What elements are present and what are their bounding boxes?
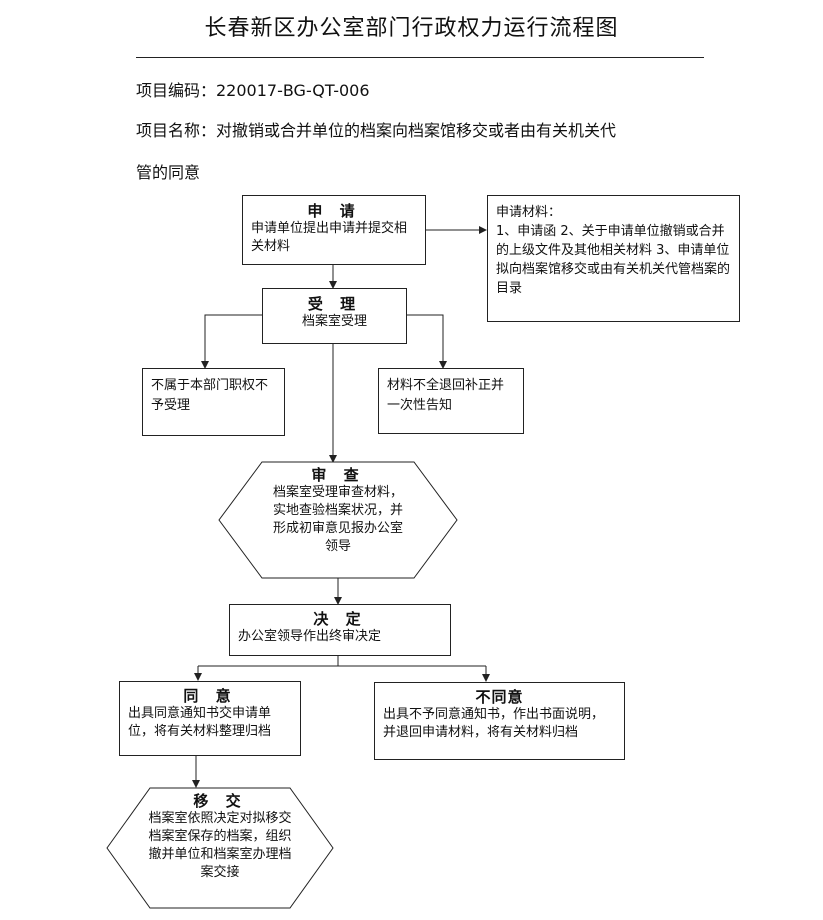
node-apply-text: 申请单位提出申请并提交相关材料 (251, 221, 408, 254)
node-transfer-title: 移 交 (193, 792, 247, 810)
node-review: 审 查 档案室受理审查材料，实地查验档案状况，并形成初审意见报办公室领导 (268, 466, 408, 556)
node-materials-title: 申请材料： (496, 205, 562, 220)
title-divider (136, 57, 704, 58)
project-name-line2: 管的同意 (136, 163, 201, 182)
node-disagree-text: 出具不予同意通知书，作出书面说明，并退回申请材料，将有关材料归档 (383, 707, 605, 740)
node-agree: 同 意 出具同意通知书交申请单位，将有关材料整理归档 (119, 681, 301, 756)
node-incomplete: 材料不全退回补正并一次性告知 (378, 368, 524, 434)
node-disagree-title: 不同意 (475, 688, 524, 706)
node-materials-text: 1、申请函 2、关于申请单位撤销或合并的上级文件及其他相关材料 3、申请单位拟向… (496, 224, 731, 296)
arrow-accept-to-incomplete (406, 314, 447, 369)
node-agree-title: 同 意 (183, 687, 237, 705)
node-decide-text: 办公室领导作出终审决定 (238, 629, 382, 644)
node-materials: 申请材料： 1、申请函 2、关于申请单位撤销或合并的上级文件及其他相关材料 3、… (487, 195, 740, 322)
node-review-title: 审 查 (311, 466, 365, 484)
node-transfer: 移 交 档案室依照决定对拟移交档案室保存的档案，组织撤并单位和档案室办理档案交接 (148, 792, 292, 882)
node-agree-text: 出具同意通知书交申请单位，将有关材料整理归档 (128, 706, 272, 739)
node-incomplete-text: 材料不全退回补正并一次性告知 (387, 378, 505, 413)
node-decide-title: 决 定 (313, 610, 367, 628)
page-title: 长春新区办公室部门行政权力运行流程图 (204, 16, 619, 41)
node-reject-scope-text: 不属于本部门职权不予受理 (151, 378, 269, 413)
node-transfer-text: 档案室依照决定对拟移交档案室保存的档案，组织撤并单位和档案室办理档案交接 (148, 811, 292, 880)
node-reject-scope: 不属于本部门职权不予受理 (142, 368, 285, 436)
node-apply-title: 申 请 (307, 202, 361, 220)
node-disagree: 不同意 出具不予同意通知书，作出书面说明，并退回申请材料，将有关材料归档 (374, 682, 625, 760)
node-review-text: 档案室受理审查材料，实地查验档案状况，并形成初审意见报办公室领导 (272, 485, 403, 554)
node-apply: 申 请 申请单位提出申请并提交相关材料 (242, 195, 426, 265)
node-decide: 决 定 办公室领导作出终审决定 (229, 604, 451, 656)
transfer-octagon-shape (106, 787, 334, 909)
node-accept-text: 档案室受理 (301, 314, 367, 329)
review-octagon-shape (218, 461, 458, 579)
node-accept: 受 理 档案室受理 (262, 288, 407, 344)
arrow-accept-to-reject (201, 314, 262, 369)
project-name-line1: 项目名称：对撤销或合并单位的档案向档案馆移交或者由有关机关代 (136, 121, 617, 140)
node-accept-title: 受 理 (307, 295, 362, 313)
project-code: 项目编码：220017-BG-QT-006 (136, 81, 370, 100)
